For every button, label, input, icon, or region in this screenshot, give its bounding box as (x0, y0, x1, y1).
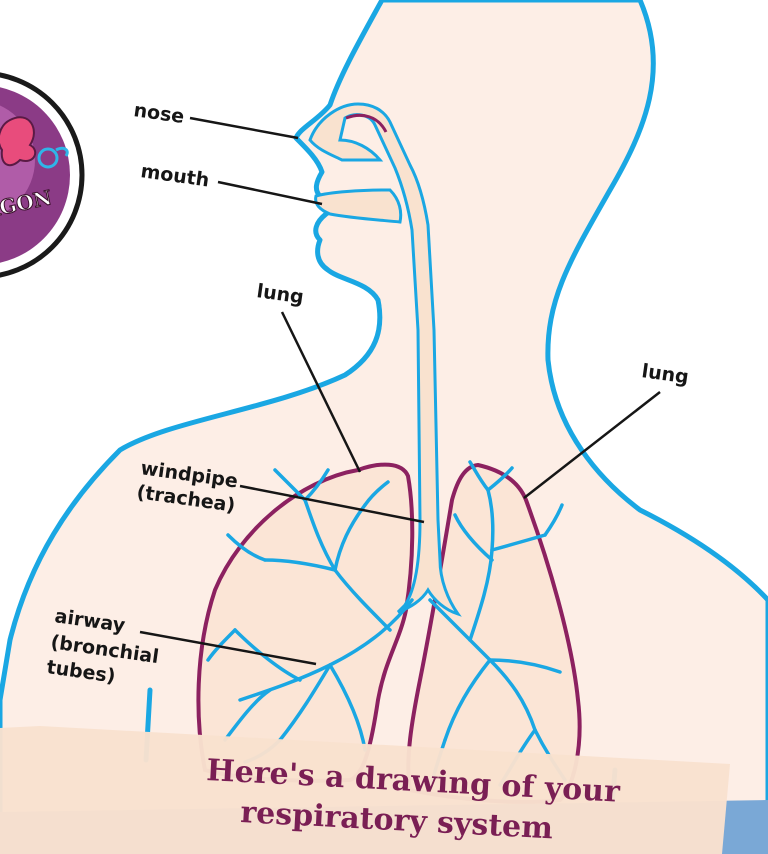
mouth-leader (218, 182, 322, 204)
mouth-label: mouth (139, 160, 210, 191)
nose-label: nose (132, 99, 185, 128)
dragon-icon (0, 117, 35, 165)
lung-right-label: lung (640, 360, 690, 388)
logo-badge: AGON (0, 73, 82, 277)
lung-left-label: lung (255, 280, 305, 308)
nose-leader (190, 118, 298, 138)
